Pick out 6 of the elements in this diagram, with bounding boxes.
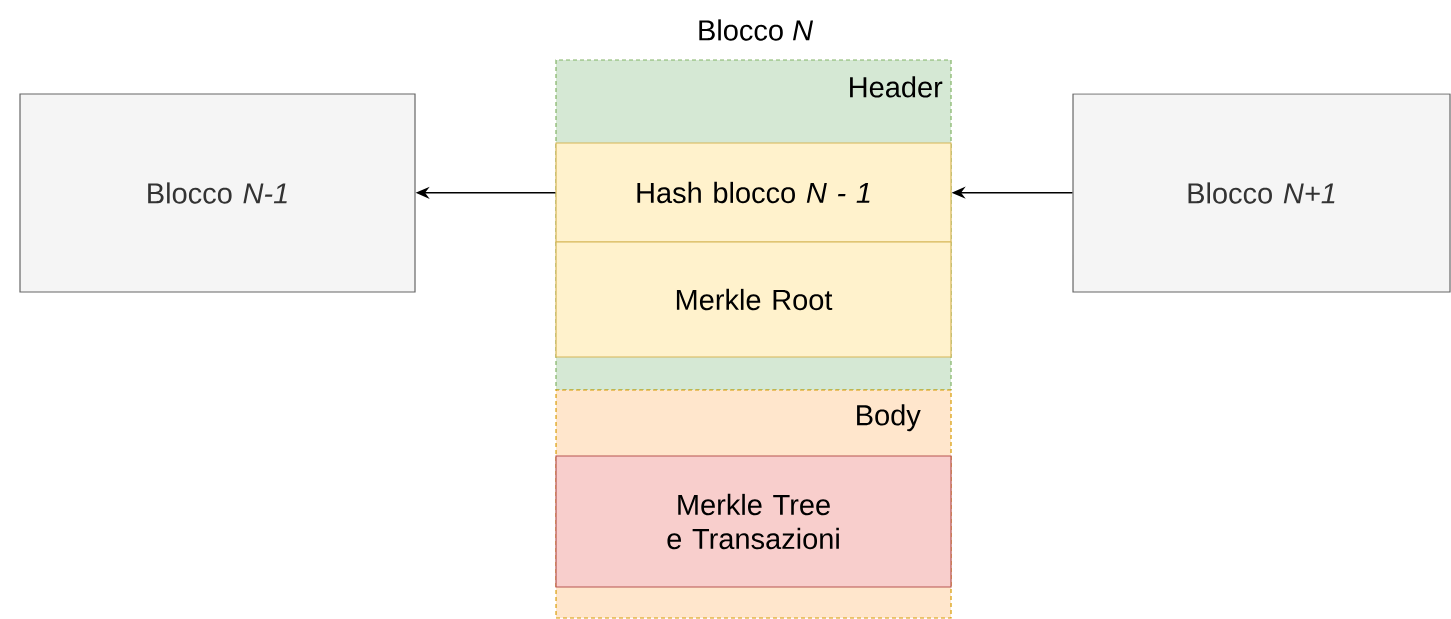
field-box: Hash blocco N - 1 bbox=[555, 142, 952, 243]
block-title: Blocco N bbox=[699, 19, 814, 41]
block-box: Blocco N-1 bbox=[19, 93, 416, 293]
field-box: Merkle Root bbox=[555, 241, 952, 358]
block-box: Blocco N+1 bbox=[1072, 93, 1451, 293]
field-box: Merkle Tree e Transazioni bbox=[555, 455, 952, 588]
